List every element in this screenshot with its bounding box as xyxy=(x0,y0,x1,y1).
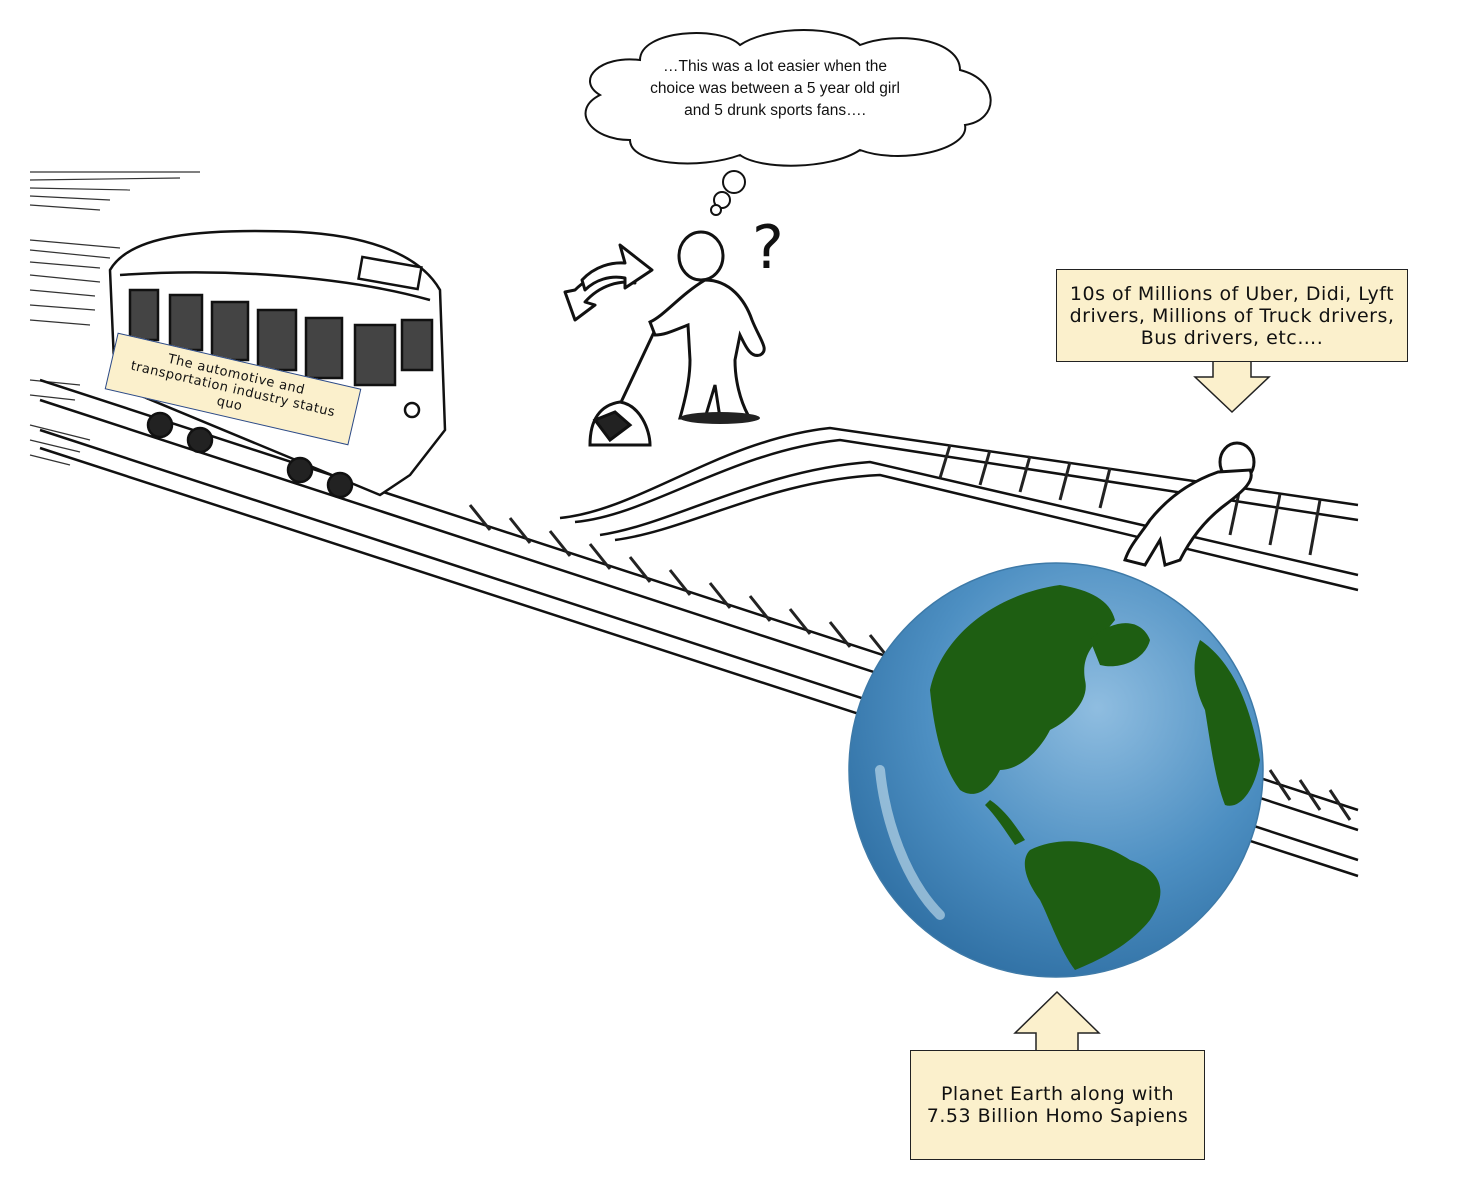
trolley xyxy=(108,229,447,499)
question-mark-icon: ? xyxy=(752,213,784,283)
lever-icon xyxy=(588,329,657,447)
thought-bubble-text: …This was a lot easier when the choice w… xyxy=(650,58,900,119)
branch-track xyxy=(559,426,1359,592)
earth-globe xyxy=(848,562,1264,978)
tied-person-figure xyxy=(1123,441,1256,567)
speed-lines xyxy=(29,171,200,466)
switch-operator-figure xyxy=(648,230,766,424)
drivers-label-text: 10s of Millions of Uber, Didi, Lyft driv… xyxy=(1069,282,1395,349)
down-arrow-to-drivers xyxy=(1193,362,1271,414)
switch-arrows-icon xyxy=(563,243,654,322)
thought-bubble xyxy=(584,29,992,216)
earth-label: Planet Earth along with 7.53 Billion Hom… xyxy=(910,1050,1205,1160)
globe-highlight xyxy=(875,765,945,920)
main-track-ties xyxy=(468,504,1352,821)
branch-track-ties xyxy=(938,444,1322,556)
earth-label-text: Planet Earth along with 7.53 Billion Hom… xyxy=(926,1083,1189,1127)
up-arrow-to-earth xyxy=(1013,990,1101,1050)
drivers-label: 10s of Millions of Uber, Didi, Lyft driv… xyxy=(1056,269,1408,362)
